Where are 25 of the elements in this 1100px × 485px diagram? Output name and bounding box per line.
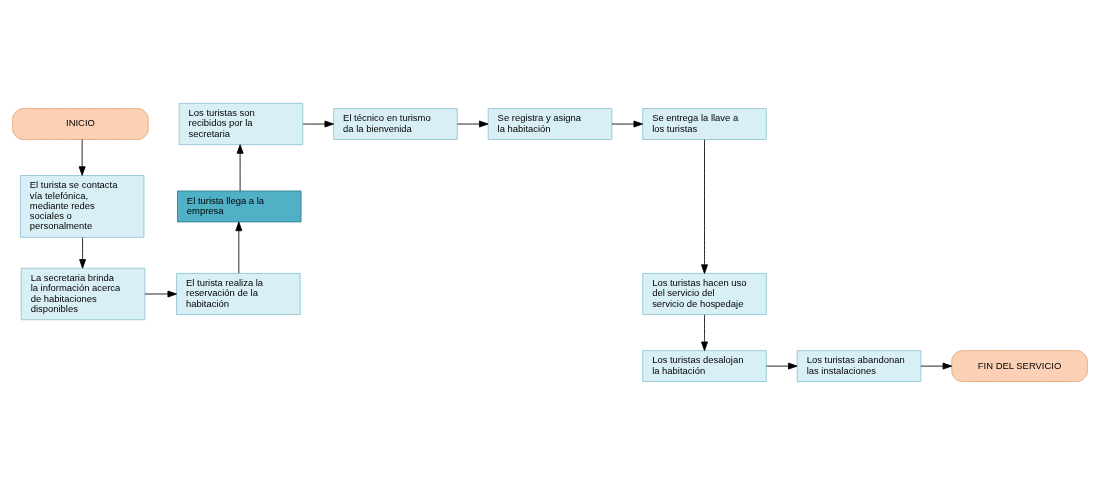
arrow [457,120,489,128]
node-box: Se entrega la llave a los turistas [642,108,767,140]
arrow [920,362,953,370]
arrow [302,120,334,128]
arrow [235,221,243,274]
arrow [78,139,86,176]
arrow [236,144,244,192]
arrow [144,290,177,298]
node-box: INICIO [12,108,149,140]
node-box: La secretaria brinda la información acerca de habitaciones disponibles [20,267,146,321]
node-box: Los turistas abandonan las instalaciones [796,350,922,382]
arrow [766,362,798,370]
node-box: El turista se contacta vía telefónica, mediante redes sociales o personalmente [19,175,145,238]
node-box: Los turistas hacen uso del servicio del servicio de hospedaje [642,272,767,316]
node-box: El turista llega a la empresa [177,190,302,223]
node-box: El turista realiza la reservación de la habitación [176,272,301,316]
arrow [701,139,708,274]
arrow [79,237,87,269]
node-box: Los turistas son recibidos por la secretaria [178,103,304,146]
arrow [701,314,708,351]
node-box: Se registra y asigna la habitación [487,108,613,140]
node-box: Los turistas desalojan la habitación [642,350,767,382]
arrow [611,120,643,128]
node-box: El técnico en turismo da la bienvenida [333,108,458,140]
node-box: FIN DEL SERVICIO [951,350,1088,382]
